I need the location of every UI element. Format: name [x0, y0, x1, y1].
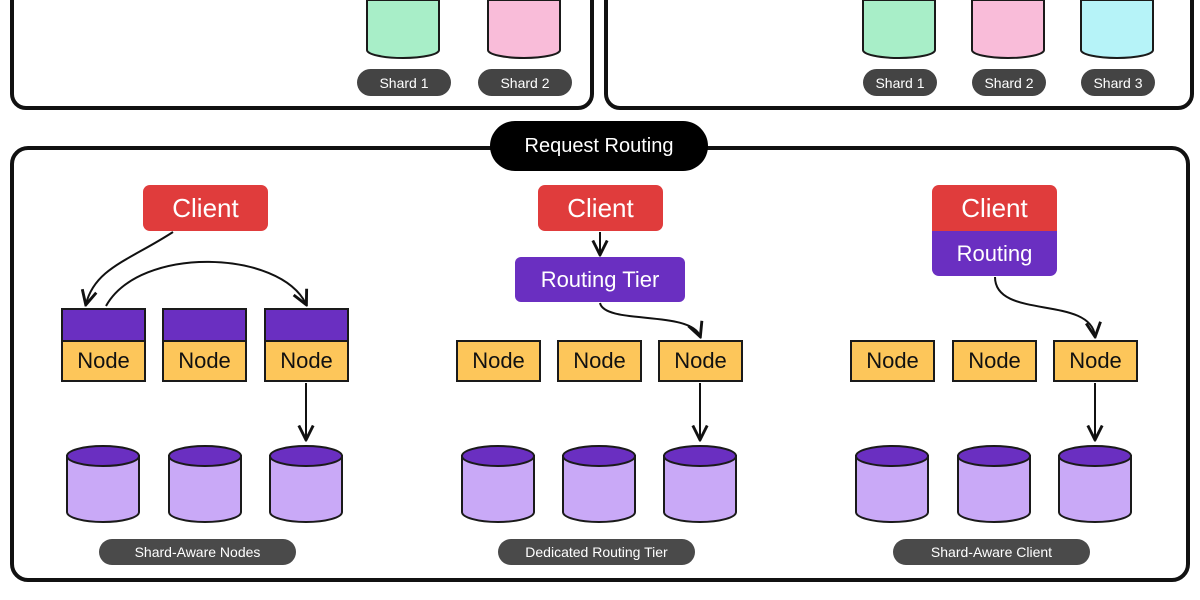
client-box-shard-aware-nodes: Client [143, 185, 268, 231]
node-box: Node [952, 340, 1037, 382]
node-box: Node [61, 340, 146, 382]
database-cylinder [663, 445, 737, 523]
shard-1-cylinder-right [862, 0, 936, 59]
node-box: Node [162, 340, 247, 382]
node-box: Node [264, 340, 349, 382]
node-box: Node [557, 340, 642, 382]
database-cylinder [168, 445, 242, 523]
arrow-routing-to-node [994, 276, 1095, 336]
shard-2-cylinder-right [971, 0, 1045, 59]
arrow-client-to-node-1 [86, 231, 174, 304]
database-cylinder [957, 445, 1031, 523]
database-cylinder [562, 445, 636, 523]
client-box-shard-aware-client: Client [932, 185, 1057, 231]
node-cap-1 [61, 308, 146, 342]
database-cylinder [855, 445, 929, 523]
shard-3-cylinder-right [1080, 0, 1154, 59]
request-routing-title: Request Routing [490, 121, 708, 171]
database-cylinder [66, 445, 140, 523]
database-cylinder [269, 445, 343, 523]
arrow-routing-tier-to-node [599, 302, 700, 336]
shard-3-label-right: Shard 3 [1081, 69, 1155, 96]
routing-box-client: Routing [932, 231, 1057, 276]
shard-1-label-right: Shard 1 [863, 69, 937, 96]
client-box-routing-tier: Client [538, 185, 663, 231]
node-box: Node [1053, 340, 1138, 382]
node-box: Node [658, 340, 743, 382]
node-cap-3 [264, 308, 349, 342]
database-cylinder [1058, 445, 1132, 523]
caption-shard-aware-nodes: Shard-Aware Nodes [99, 539, 296, 565]
node-box: Node [456, 340, 541, 382]
shard-2-label-left: Shard 2 [478, 69, 572, 96]
arrow-node-1-to-node-3 [105, 260, 306, 306]
database-cylinder [461, 445, 535, 523]
caption-dedicated-routing-tier: Dedicated Routing Tier [498, 539, 695, 565]
node-cap-2 [162, 308, 247, 342]
shard-1-cylinder-left [366, 0, 440, 59]
node-box: Node [850, 340, 935, 382]
shard-2-label-right: Shard 2 [972, 69, 1046, 96]
shard-2-cylinder-left [487, 0, 561, 59]
routing-tier-box: Routing Tier [515, 257, 685, 302]
shard-1-label-left: Shard 1 [357, 69, 451, 96]
caption-shard-aware-client: Shard-Aware Client [893, 539, 1090, 565]
